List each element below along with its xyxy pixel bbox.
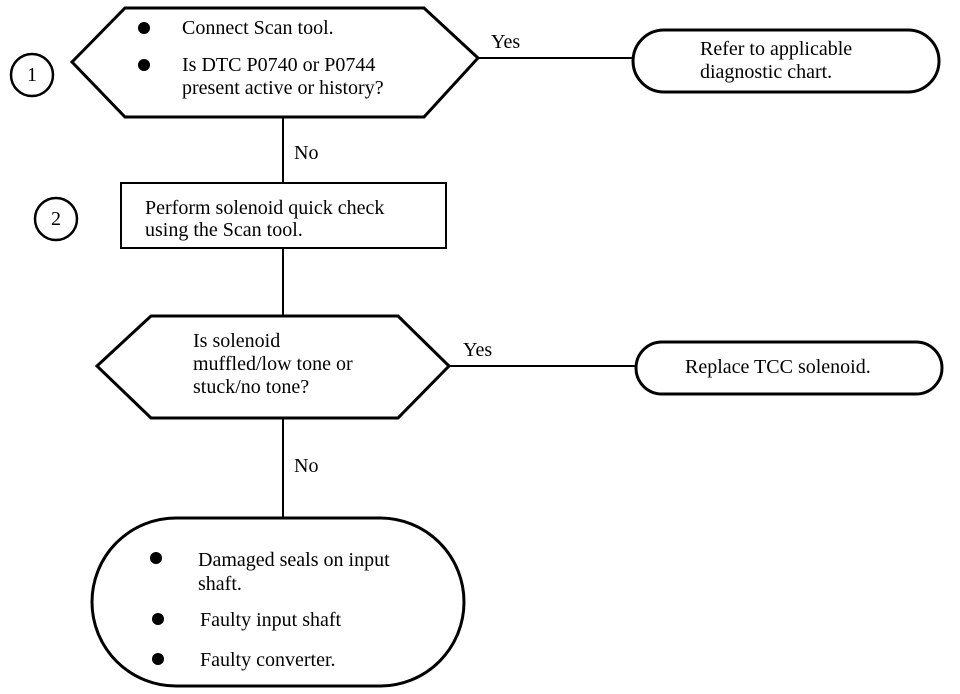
decision-step3-line2: muffled/low tone or xyxy=(193,353,353,375)
yes-label-step1: Yes xyxy=(491,31,521,53)
cause-item-2: Faulty input shaft xyxy=(200,609,342,631)
step-number-circle-1 xyxy=(9,52,55,98)
terminal-refer-chart-line1: Refer to applicable xyxy=(700,38,853,60)
decision-hexagon-step3 xyxy=(94,314,452,420)
decision-hexagon-step1 xyxy=(69,6,481,119)
bullet-icon xyxy=(152,613,164,625)
decision-step1-line1: Connect Scan tool. xyxy=(182,17,334,39)
terminal-replace-solenoid xyxy=(634,340,944,396)
decision-step3-line3: stuck/no tone? xyxy=(193,376,310,398)
cause-item-1-line2: shaft. xyxy=(198,573,242,595)
step-number-2: 2 xyxy=(51,208,61,230)
decision-step1-line3: present active or history? xyxy=(182,77,384,99)
step-number-circle-2 xyxy=(33,196,79,242)
terminal-refer-chart-line2: diagnostic chart. xyxy=(700,61,833,83)
yes-label-step3: Yes xyxy=(463,339,493,361)
terminal-replace-solenoid-label: Replace TCC solenoid. xyxy=(685,356,871,378)
cause-item-3: Faulty converter. xyxy=(200,649,336,671)
terminal-possible-causes xyxy=(90,516,466,688)
bullet-icon xyxy=(138,59,150,71)
bullet-icon xyxy=(150,552,162,564)
cause-item-1-line1: Damaged seals on input xyxy=(198,549,390,571)
bullet-icon xyxy=(152,653,164,665)
process-box-step2 xyxy=(120,182,447,249)
decision-step1-line2: Is DTC P0740 or P0744 xyxy=(182,54,376,76)
no-label-step3: No xyxy=(294,455,319,477)
bullet-icon xyxy=(138,22,150,34)
step-number-1: 1 xyxy=(27,64,37,86)
process-step2-line2: using the Scan tool. xyxy=(145,219,303,241)
terminal-refer-chart xyxy=(631,28,941,94)
decision-step3-line1: Is solenoid xyxy=(193,330,281,352)
process-step2-line1: Perform solenoid quick check xyxy=(145,197,385,219)
no-label-step1: No xyxy=(294,142,319,164)
